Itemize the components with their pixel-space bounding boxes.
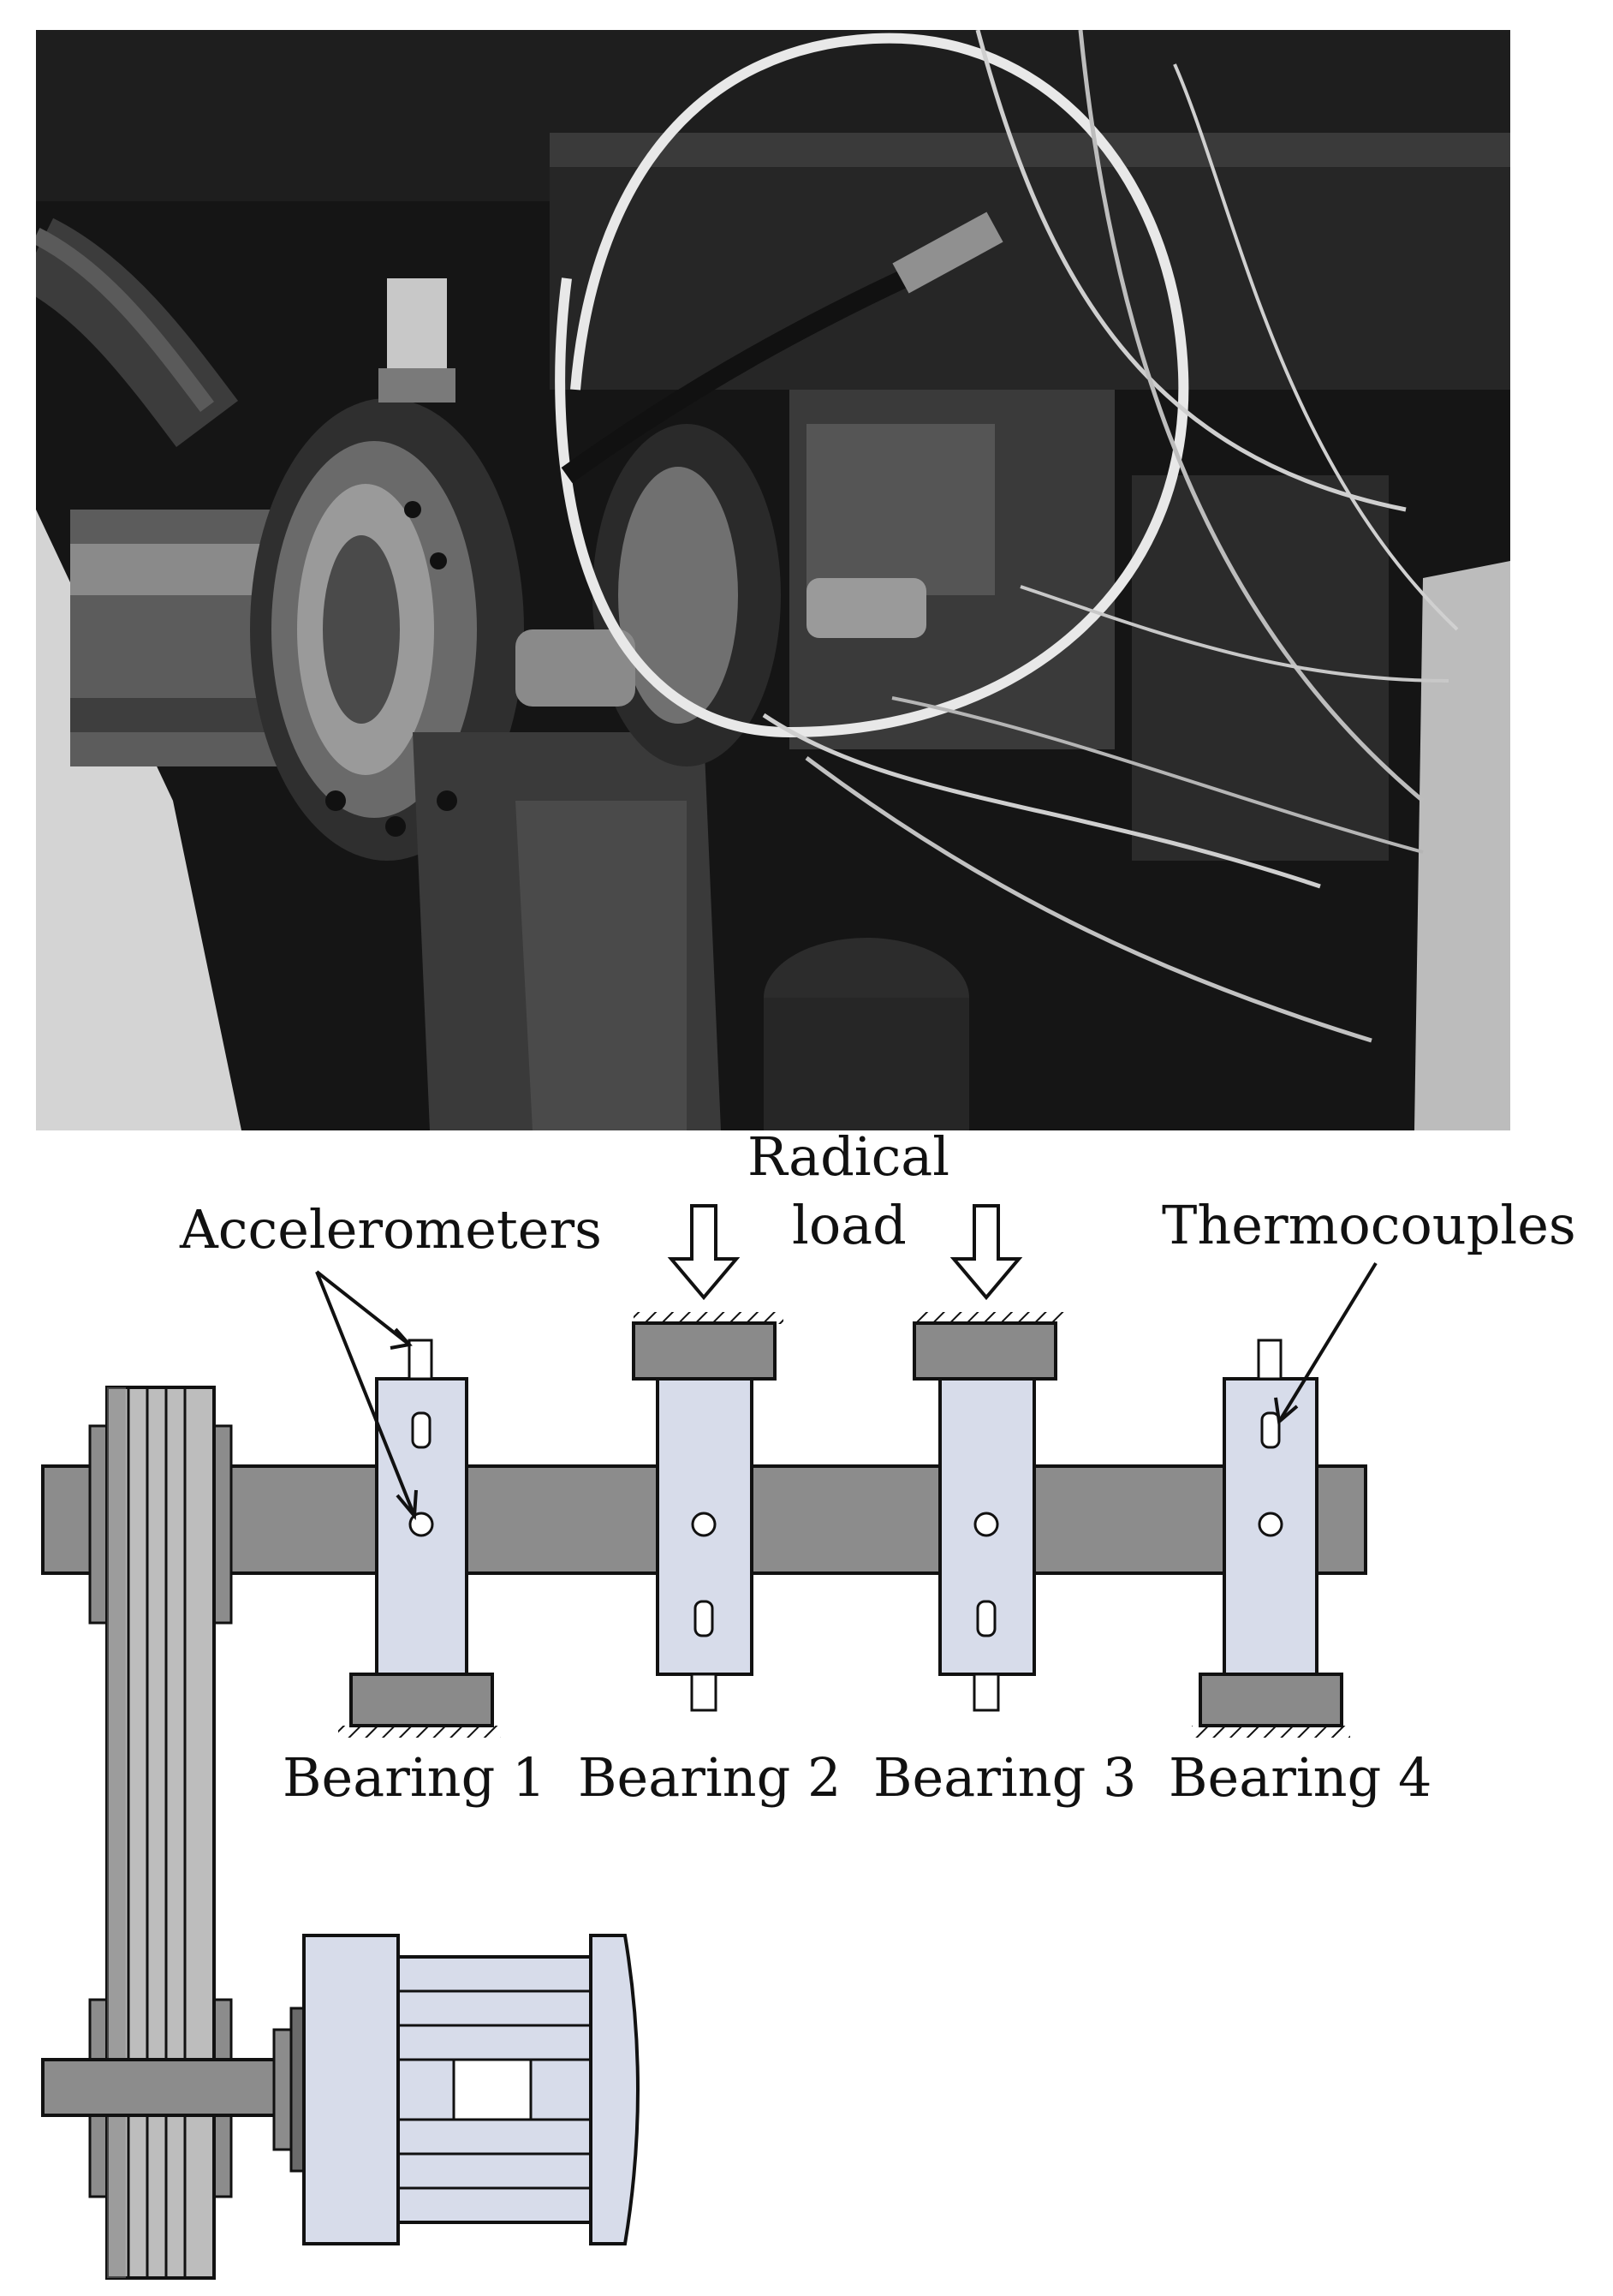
bearing-3-base (913, 1321, 1057, 1381)
belt (105, 1386, 216, 2280)
motor (41, 1934, 640, 2245)
bearing-3-sensor-bottom (973, 1673, 1000, 1712)
bearing-2 (632, 1204, 783, 1712)
bearing-1-ground (338, 1726, 501, 1738)
motor-body (396, 1955, 592, 2224)
bearing-2-base (632, 1321, 777, 1381)
radical-label: Radical (747, 1125, 950, 1188)
bearing-3-housing (938, 1377, 1036, 1676)
motor-end-cap (302, 1934, 400, 2245)
bearing-1-thermocouple (411, 1411, 432, 1449)
bearing-2-accelerometer (691, 1512, 717, 1537)
lower-pulley-left-flange (88, 1998, 117, 2198)
bearing-4-housing (1223, 1377, 1318, 1676)
load-label: load (792, 1194, 907, 1256)
upper-pulley-left-flange (88, 1424, 117, 1625)
thermocouples-leader (1274, 1261, 1378, 1425)
bearing-2-housing (656, 1377, 753, 1676)
motor-shaft (41, 2058, 293, 2117)
bearing-4-base (1199, 1673, 1343, 1727)
bearing-2-thermocouple (693, 1600, 714, 1637)
bearing-1-accelerometer-side (408, 1512, 434, 1537)
lower-pulley-right-flange (204, 1998, 233, 2198)
belt-drive (88, 1386, 233, 2280)
bearing-4-ground (1192, 1726, 1350, 1738)
accelerometers-leaders (315, 1270, 418, 1521)
upper-pulley-right-flange (204, 1424, 233, 1625)
bearing-3-label: Bearing 3 (873, 1746, 1137, 1809)
bearing-4 (1192, 1339, 1350, 1738)
test-rig-photo (36, 30, 1510, 1130)
bearing-1-base (349, 1673, 494, 1727)
bearing-4-thermocouple (1260, 1411, 1281, 1449)
bearing-1-label: Bearing 1 (283, 1746, 546, 1809)
bearing-4-accelerometer (1258, 1512, 1283, 1537)
bearing-3 (913, 1204, 1064, 1712)
bearing-2-load-arrow (667, 1204, 741, 1301)
bearing-3-ground (914, 1312, 1064, 1324)
bearing-2-sensor-bottom (690, 1673, 717, 1712)
bearing-3-accelerometer (973, 1512, 999, 1537)
bearing-2-ground (634, 1312, 783, 1324)
motor-rear-cap (589, 1934, 640, 2245)
bearing-3-load-arrow (949, 1204, 1023, 1301)
bearing-1-housing (375, 1377, 468, 1676)
thermocouples-label: Thermocouples (1162, 1194, 1576, 1256)
bearing-3-thermocouple (976, 1600, 997, 1637)
bearing-1 (338, 1339, 501, 1738)
shaft (41, 1464, 1367, 1575)
accelerometers-label: Accelerometers (180, 1198, 602, 1261)
bearing-4-sensor-top (1257, 1339, 1283, 1381)
bearing-2-label: Bearing 2 (578, 1746, 842, 1809)
bearing-1-accelerometer-top (408, 1339, 433, 1381)
motor-terminal-box (452, 2058, 533, 2121)
bearing-4-label: Bearing 4 (1169, 1746, 1432, 1809)
